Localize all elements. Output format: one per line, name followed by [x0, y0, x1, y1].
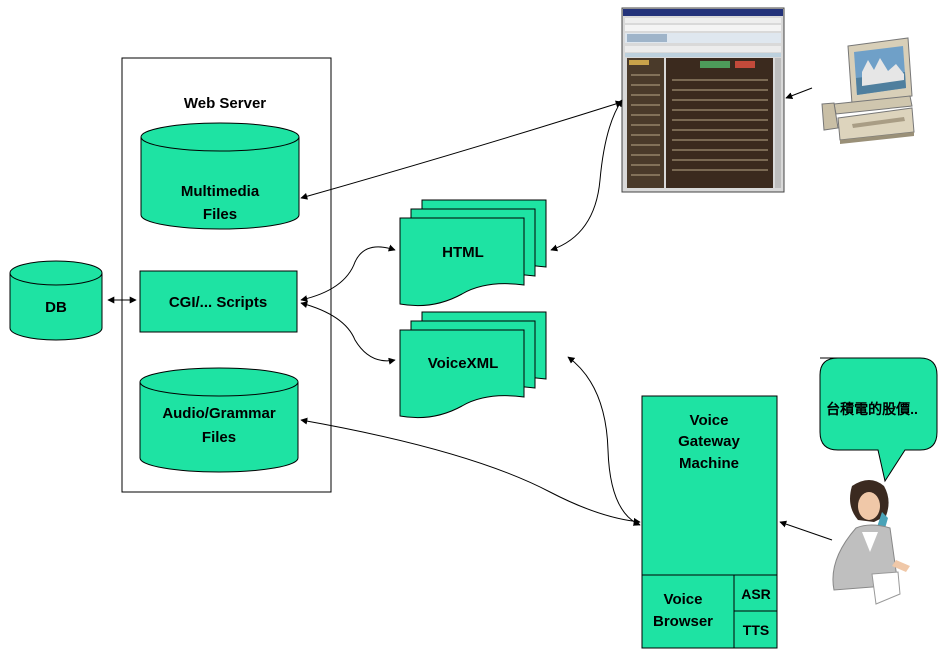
asr-box: [733, 574, 778, 612]
db-store: DB: [9, 260, 103, 341]
audio-grammar-label-2: Files: [202, 429, 236, 446]
computer-browser-edge: [785, 87, 813, 100]
cgi-voicexml-edge: [300, 301, 396, 365]
voicexml-gateway-edge: [567, 356, 641, 526]
multimedia-files-label-2: Files: [203, 206, 237, 223]
voice-browser-box: [641, 574, 735, 649]
voicexml-label: VoiceXML: [428, 355, 499, 372]
multimedia-browser-edge: [300, 100, 623, 200]
web-server-title: Web Server: [184, 95, 266, 112]
voice-browser-label-1: Voice: [664, 591, 703, 608]
desktop-computer-icon: [821, 37, 915, 144]
gateway-label-3: Machine: [679, 455, 739, 472]
caller-gateway-edge: [779, 520, 833, 541]
html-document-stack: HTML: [399, 199, 547, 307]
html-label: HTML: [442, 244, 484, 261]
html-browser-edge: [550, 99, 623, 252]
multimedia-files-store: Multimedia Files: [140, 122, 300, 230]
voice-browser-label-2: Browser: [653, 613, 713, 630]
tts-label: TTS: [743, 622, 769, 638]
audio-grammar-files-store: Audio/Grammar Files: [139, 367, 299, 473]
cgi-scripts-box: [139, 270, 298, 333]
voice-gateway-machine: Voice Gateway Machine Voice Browser ASR …: [641, 395, 778, 649]
audio-gateway-edge: [300, 417, 641, 525]
audio-grammar-label-1: Audio/Grammar: [162, 405, 276, 422]
speech-bubble: 台積電的股價..: [819, 357, 938, 483]
woman-on-phone-icon: [832, 480, 910, 605]
tts-box: [733, 610, 778, 649]
web-browser-window-icon: [621, 7, 785, 193]
multimedia-files-label-1: Multimedia: [181, 183, 260, 200]
cgi-html-edge: [300, 244, 396, 303]
gateway-label-1: Voice: [690, 412, 729, 429]
db-label: DB: [45, 299, 67, 316]
cgi-scripts-label: CGI/... Scripts: [169, 294, 267, 311]
asr-label: ASR: [741, 586, 771, 602]
voicexml-document-stack: VoiceXML: [399, 311, 547, 419]
speech-bubble-text: 台積電的股價..: [826, 401, 918, 417]
gateway-label-2: Gateway: [678, 433, 740, 450]
